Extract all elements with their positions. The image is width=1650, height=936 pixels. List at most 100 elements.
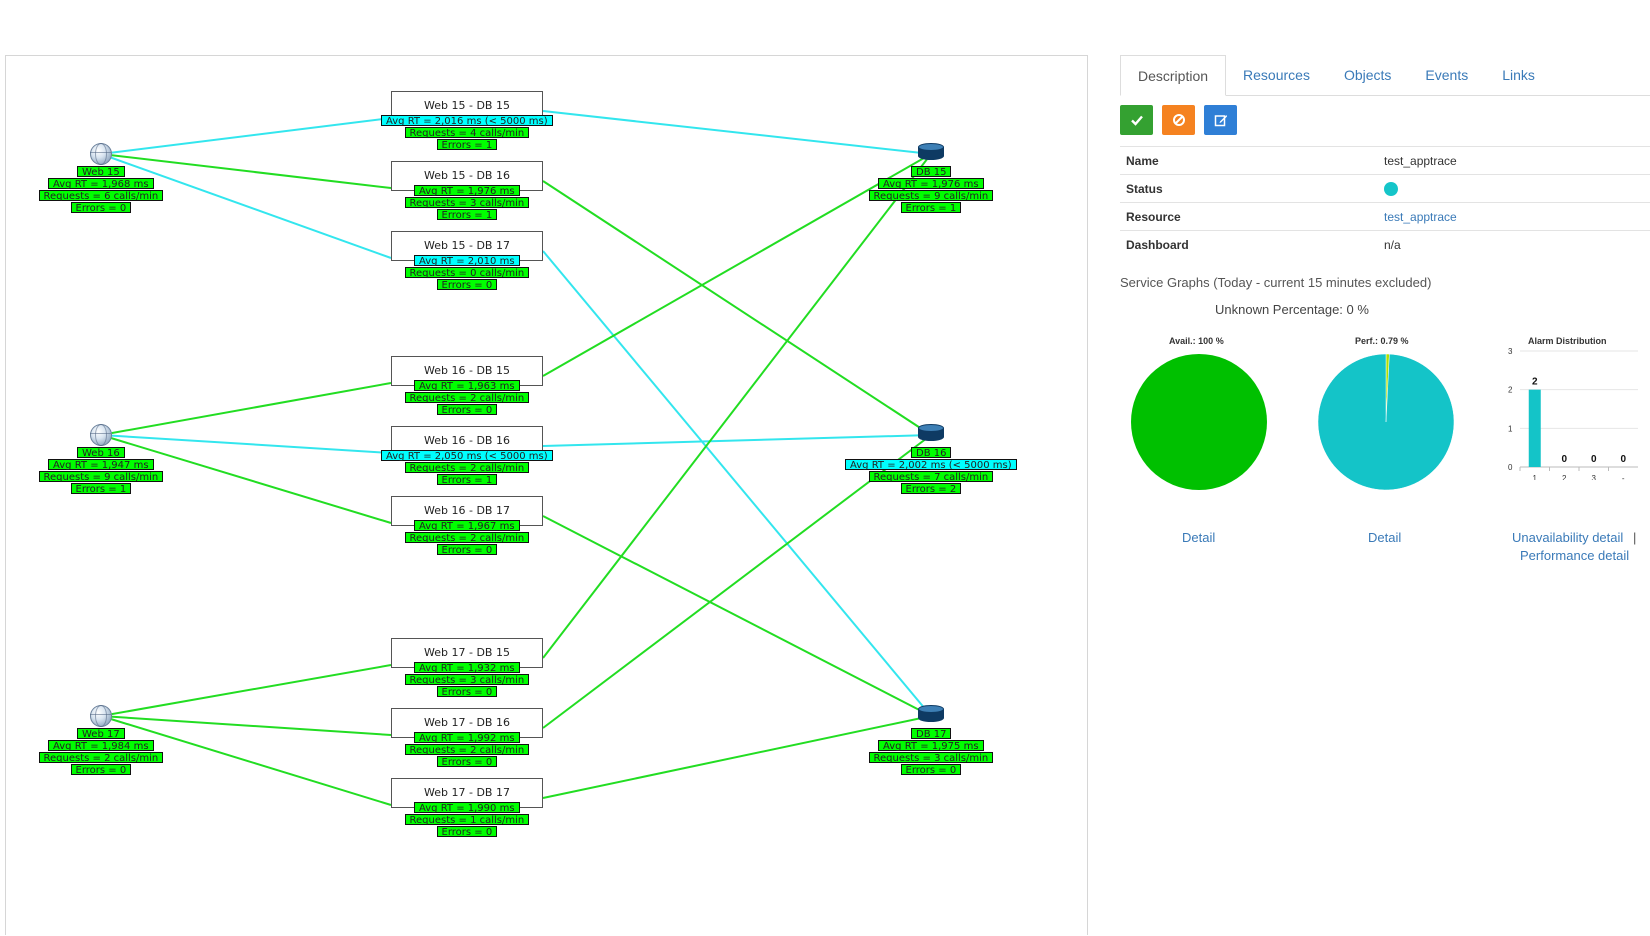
- db-node-errors: Errors = 1: [900, 202, 962, 214]
- db-node-avg-rt: Avg RT = 1,976 ms: [878, 178, 984, 190]
- avail-pie-slice: [1131, 354, 1267, 490]
- transaction-requests: Requests = 0 calls/min: [404, 267, 530, 279]
- unknown-percentage: Unknown Percentage: 0 %: [1215, 302, 1369, 317]
- check-icon: [1130, 115, 1143, 126]
- web-node-requests: Requests = 9 calls/min: [38, 471, 164, 483]
- transaction-errors: Errors = 0: [436, 686, 498, 698]
- tab-objects[interactable]: Objects: [1343, 67, 1392, 83]
- transaction-avg-rt: Avg RT = 1,976 ms: [414, 185, 520, 197]
- avail-chart-title: Avail.: 100 %: [1169, 336, 1224, 346]
- tab-events[interactable]: Events: [1425, 67, 1469, 83]
- db-node-avg-rt: Avg RT = 2,002 ms (< 5000 ms): [845, 459, 1017, 471]
- web-node-name: Web 15: [77, 166, 125, 178]
- property-row-dashboard: Dashboard n/a: [1120, 230, 1650, 258]
- db-node-requests: Requests = 9 calls/min: [868, 190, 994, 202]
- transaction-avg-rt: Avg RT = 2,050 ms (< 5000 ms): [381, 450, 553, 462]
- unavailability-detail-link[interactable]: Unavailability detail: [1512, 530, 1624, 545]
- database-icon[interactable]: [918, 143, 944, 163]
- alarm-y-tick: 1: [1508, 424, 1513, 433]
- tab-resources[interactable]: Resources: [1243, 67, 1310, 83]
- tab-links[interactable]: Links: [1502, 67, 1535, 83]
- property-label: Name: [1120, 146, 1378, 175]
- db-node-name: DB 17: [911, 728, 952, 740]
- property-value: n/a: [1378, 230, 1650, 258]
- db-node-name: DB 15: [911, 166, 952, 178]
- property-value: test_apptrace: [1378, 146, 1650, 175]
- resource-link[interactable]: test_apptrace: [1384, 209, 1457, 224]
- web-node-name: Web 17: [77, 728, 125, 740]
- db-link-line: [542, 250, 932, 717]
- transaction-avg-rt: Avg RT = 2,010 ms: [414, 255, 520, 267]
- web-link-line: [100, 434, 392, 524]
- service-graphs-title: Service Graphs (Today - current 15 minut…: [1120, 275, 1432, 290]
- transaction-requests: Requests = 2 calls/min: [404, 462, 530, 474]
- db-link-line: [542, 153, 932, 377]
- globe-icon[interactable]: [90, 705, 112, 727]
- alarm-bar-value: 0: [1561, 454, 1567, 465]
- perf-pie-chart: [1317, 353, 1455, 491]
- transaction-requests: Requests = 2 calls/min: [404, 744, 530, 756]
- web-link-line: [100, 153, 392, 259]
- enable-button[interactable]: [1120, 105, 1153, 135]
- web-node-errors: Errors = 0: [70, 764, 132, 776]
- disable-button[interactable]: [1162, 105, 1195, 135]
- transaction-requests: Requests = 3 calls/min: [404, 674, 530, 686]
- web-node-avg-rt: Avg RT = 1,947 ms: [48, 459, 154, 471]
- transaction-avg-rt: Avg RT = 1,932 ms: [414, 662, 520, 674]
- tab-bar: Description Resources Objects Events Lin…: [1120, 55, 1650, 96]
- alarm-y-tick: 2: [1508, 386, 1513, 395]
- transaction-errors: Errors = 0: [436, 279, 498, 291]
- transaction-errors: Errors = 0: [436, 544, 498, 556]
- transaction-avg-rt: Avg RT = 1,992 ms: [414, 732, 520, 744]
- db-link-line: [542, 515, 932, 717]
- web-link-line: [100, 153, 392, 189]
- edit-button[interactable]: [1204, 105, 1237, 135]
- db-node-requests: Requests = 3 calls/min: [868, 752, 994, 764]
- web-node-errors: Errors = 1: [70, 483, 132, 495]
- alarm-bar-value: 2: [1532, 377, 1538, 388]
- web-link-line: [100, 117, 392, 155]
- property-label: Status: [1120, 174, 1378, 203]
- web-link-line: [100, 382, 392, 436]
- web-node-avg-rt: Avg RT = 1,984 ms: [48, 740, 154, 752]
- avail-detail-link[interactable]: Detail: [1182, 530, 1216, 545]
- globe-icon[interactable]: [90, 424, 112, 446]
- perf-detail-link[interactable]: Detail: [1368, 530, 1402, 545]
- tab-description[interactable]: Description: [1120, 55, 1227, 96]
- database-icon[interactable]: [918, 705, 944, 725]
- db-node-avg-rt: Avg RT = 1,975 ms: [878, 740, 984, 752]
- alarm-x-tick: -: [1622, 474, 1625, 480]
- perf-pie-slice: [1317, 353, 1455, 491]
- transaction-errors: Errors = 1: [436, 139, 498, 151]
- alarm-bar: [1528, 389, 1541, 467]
- web-link-line: [100, 715, 392, 806]
- status-indicator: [1384, 181, 1398, 196]
- db-link-line: [542, 110, 932, 155]
- transaction-requests: Requests = 2 calls/min: [404, 532, 530, 544]
- transaction-errors: Errors = 1: [436, 209, 498, 221]
- db-node-errors: Errors = 0: [900, 764, 962, 776]
- transaction-errors: Errors = 0: [436, 826, 498, 838]
- property-row-name: Name test_apptrace: [1120, 146, 1650, 175]
- globe-icon[interactable]: [90, 143, 112, 165]
- alarm-x-tick: 1: [1533, 474, 1538, 480]
- property-value: test_apptrace: [1378, 202, 1650, 231]
- web-node-name: Web 16: [77, 447, 125, 459]
- database-icon[interactable]: [918, 424, 944, 444]
- web-link-line: [100, 715, 392, 736]
- transaction-avg-rt: Avg RT = 2,016 ms (< 5000 ms): [381, 115, 553, 127]
- property-label: Dashboard: [1120, 230, 1378, 258]
- db-node-requests: Requests = 7 calls/min: [868, 471, 994, 483]
- alarm-bar-value: 0: [1591, 454, 1597, 465]
- alarm-y-tick: 0: [1508, 463, 1513, 472]
- alarm-x-tick: 2: [1562, 474, 1567, 480]
- edit-icon: [1214, 115, 1227, 127]
- action-toolbar: [1120, 105, 1650, 137]
- property-row-resource: Resource test_apptrace: [1120, 202, 1650, 231]
- transaction-errors: Errors = 0: [436, 756, 498, 768]
- transaction-avg-rt: Avg RT = 1,963 ms: [414, 380, 520, 392]
- performance-detail-link[interactable]: Performance detail: [1520, 548, 1630, 563]
- web-node-requests: Requests = 6 calls/min: [38, 190, 164, 202]
- transaction-avg-rt: Avg RT = 1,967 ms: [414, 520, 520, 532]
